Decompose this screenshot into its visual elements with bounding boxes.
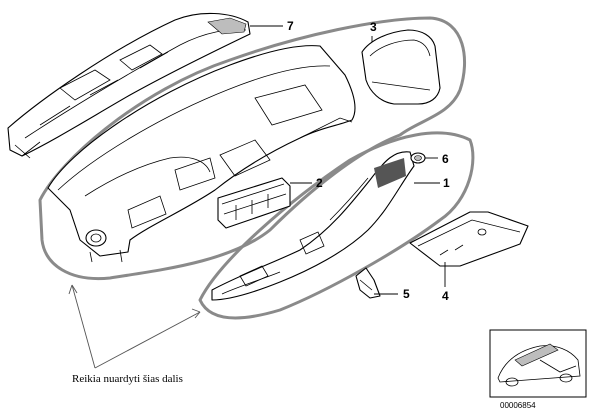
note-pointer-arrows [68, 284, 201, 369]
callout-1: 1 [443, 176, 450, 190]
callout-5: 5 [403, 287, 410, 301]
highlight-outline-dashboard [38, 16, 467, 281]
part-5-clip [355, 267, 381, 299]
part-6-cap [410, 152, 426, 164]
part-7-upper-duct [7, 12, 251, 159]
part-3-cover [361, 29, 441, 105]
vehicle-locator-thumbnail [489, 329, 587, 398]
callout-leaders [250, 25, 446, 295]
callout-7: 7 [287, 19, 294, 33]
callout-3: 3 [370, 20, 377, 34]
highlight-outline-lower-trim [198, 131, 475, 320]
dashboard-main-body [47, 45, 356, 263]
reference-number: 00006854 [500, 401, 536, 410]
callout-2: 2 [316, 176, 323, 190]
part-4-panel [409, 211, 529, 267]
part-1-lower-trim [211, 151, 415, 301]
part-2-bracket [217, 177, 291, 229]
callout-6: 6 [442, 152, 449, 166]
callout-4: 4 [442, 289, 449, 303]
removal-note: Reikia nuardyti šias dalis [72, 373, 183, 385]
